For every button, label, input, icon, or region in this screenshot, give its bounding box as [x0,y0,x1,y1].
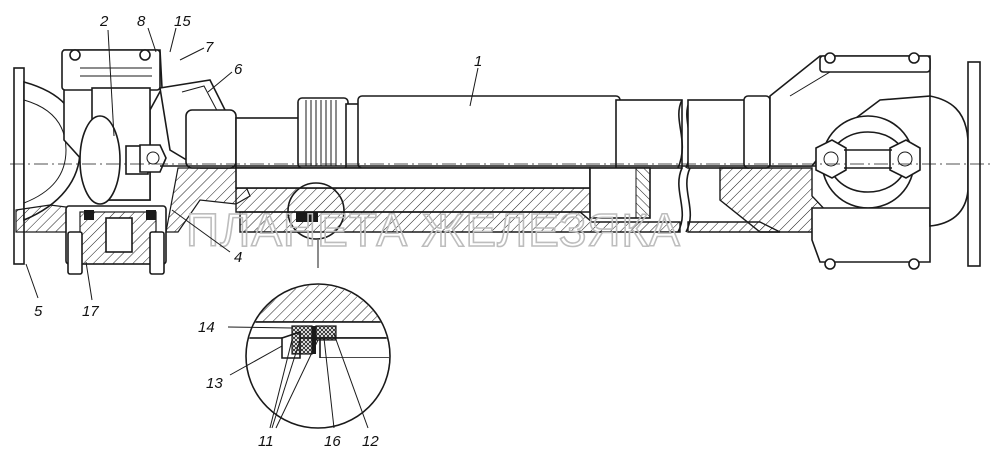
callout-8: 8 [137,13,146,30]
callout-6: 6 [234,61,243,78]
callout-17: 17 [82,303,99,320]
callout-11: 11 [258,433,274,450]
callout-5: 5 [34,303,43,320]
callout-14: 14 [198,319,215,336]
detail-view [245,240,391,429]
callout-16: 16 [324,433,341,450]
left-yoke [61,49,167,205]
callout-13: 13 [206,375,223,392]
callout-12: 12 [362,433,379,450]
leader-lines [25,27,479,429]
slip-sleeve [235,97,361,169]
callout-1: 1 [474,53,482,70]
callouts: 2 8 15 7 6 1 4 5 17 14 13 11 16 12 [34,13,482,450]
right-yoke [719,52,931,270]
left-bearing-cup [65,205,167,275]
right-flange [929,61,981,267]
callout-2: 2 [99,13,109,30]
shaft-tube [160,95,830,169]
tube-section [235,167,781,240]
callout-15: 15 [174,13,191,30]
callout-4: 4 [234,249,242,266]
spline-teeth [305,100,337,166]
callout-7: 7 [205,39,214,56]
watermark: ПЛАНЕТА ЖЕЛЕЗЯКА [186,204,681,256]
